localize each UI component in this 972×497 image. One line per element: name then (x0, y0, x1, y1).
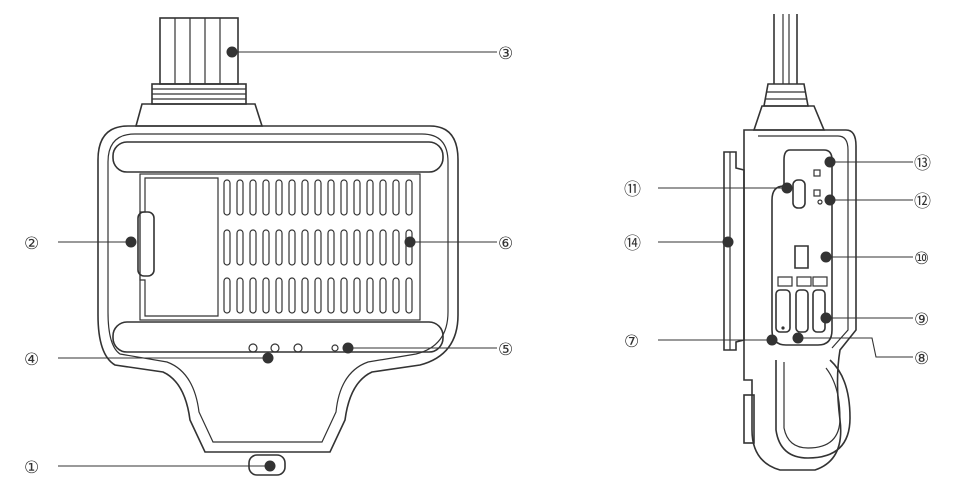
grille-slot (379, 229, 387, 266)
top-connector (134, 17, 264, 127)
grille-slot (223, 277, 231, 314)
front-view (97, 17, 459, 476)
grille-slot (392, 229, 400, 266)
grille-slot (392, 277, 400, 314)
front-grille (223, 179, 413, 314)
callout-6: ⑥ (498, 234, 513, 254)
grille-slot (236, 277, 244, 314)
grille-slot (379, 277, 387, 314)
grille-slot (366, 179, 374, 216)
grille-slot (353, 179, 361, 216)
grille-slot (275, 229, 283, 266)
front-housing (97, 125, 459, 453)
grille-slot (223, 229, 231, 266)
grille-slot (353, 229, 361, 266)
callout-3: ③ (498, 44, 513, 64)
grille-slot (249, 277, 257, 314)
callout-10: ⑩ (914, 249, 929, 269)
grille-slot (314, 277, 322, 314)
callout-5: ⑤ (498, 340, 513, 360)
grille-slot (262, 229, 270, 266)
callout-11: ⑪ (624, 180, 641, 200)
grille-slot (340, 179, 348, 216)
grille-slot (262, 277, 270, 314)
grille-slot (366, 229, 374, 266)
grille-slot (275, 277, 283, 314)
grille-slot (249, 229, 257, 266)
grille-slot (223, 179, 231, 216)
grille-slot (301, 277, 309, 314)
callout-2: ② (24, 234, 39, 254)
callout-12: ⑫ (914, 192, 931, 212)
grille-slot (405, 277, 413, 314)
callout-14: ⑭ (624, 234, 641, 254)
grille-slot (288, 179, 296, 216)
grille-slot (236, 179, 244, 216)
grille-slot (288, 277, 296, 314)
grille-slot (314, 179, 322, 216)
callout-7: ⑦ (624, 332, 639, 352)
callout-8: ⑧ (914, 349, 929, 369)
grille-slot (301, 229, 309, 266)
grille-slot (249, 179, 257, 216)
callout-labels: ① ② ③ ④ ⑤ ⑥ ⑦ ⑧ ⑨ ⑩ ⑪ ⑫ ⑬ ⑭ (24, 44, 931, 478)
grille-slot (327, 277, 335, 314)
callout-13: ⑬ (914, 154, 931, 174)
grille-slot (379, 179, 387, 216)
callout-4: ④ (24, 350, 39, 370)
grille-slot (262, 179, 270, 216)
grille-slot (366, 277, 374, 314)
grille-slot (236, 229, 244, 266)
grille-slot (405, 229, 413, 266)
callout-1: ① (24, 458, 39, 478)
grille-slot (405, 179, 413, 216)
grille-slot (327, 229, 335, 266)
grille-slot (314, 229, 322, 266)
grille-slot (392, 179, 400, 216)
leader-lines (58, 46, 913, 472)
side-view (723, 14, 857, 471)
grille-slot (275, 179, 283, 216)
grille-slot (288, 229, 296, 266)
grille-slot (327, 179, 335, 216)
grille-slot (353, 277, 361, 314)
grille-slot (340, 277, 348, 314)
grille-slot (340, 229, 348, 266)
callout-9: ⑨ (914, 310, 929, 330)
grille-slot (301, 179, 309, 216)
